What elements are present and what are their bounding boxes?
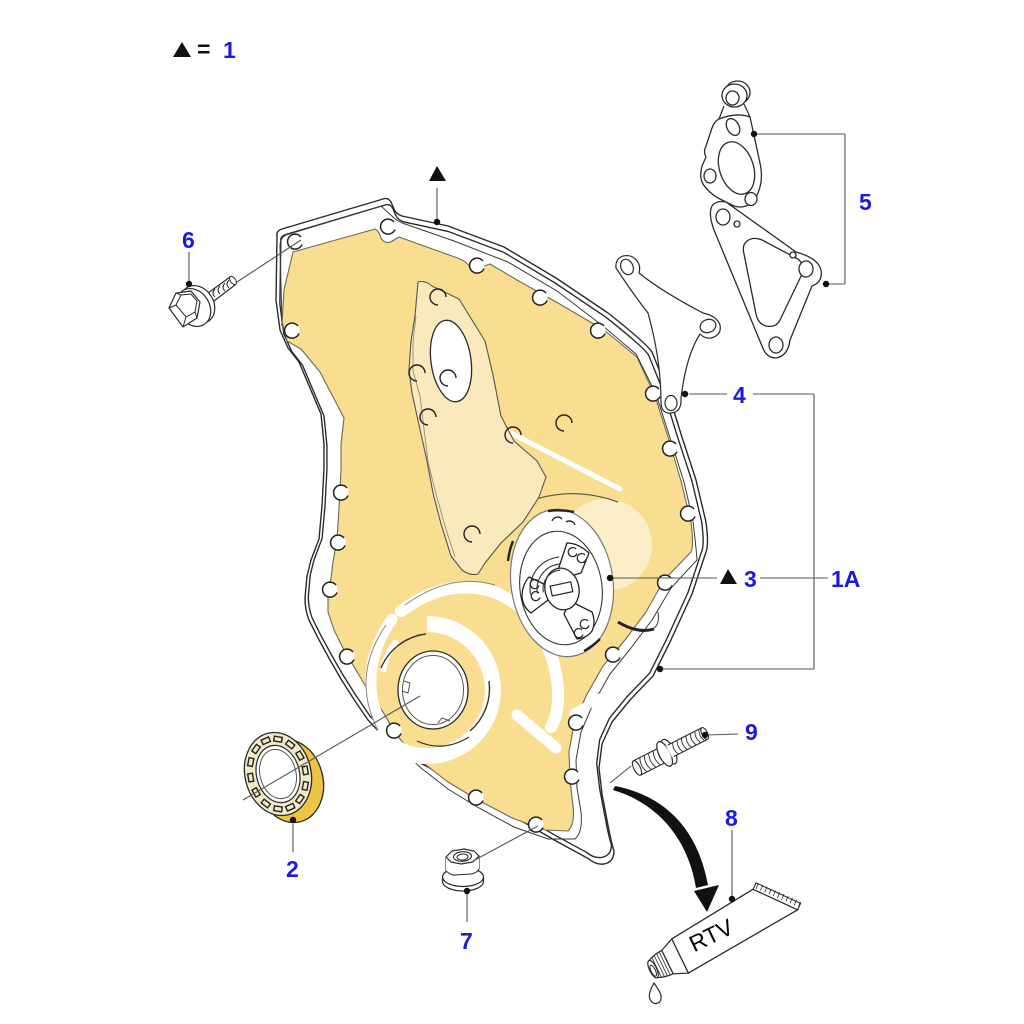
svg-text:2: 2 (286, 856, 299, 882)
svg-text:7: 7 (460, 928, 473, 954)
svg-text:=: = (197, 36, 210, 62)
svg-text:9: 9 (745, 719, 758, 745)
svg-text:6: 6 (182, 227, 195, 253)
svg-text:3: 3 (744, 566, 757, 592)
svg-text:1A: 1A (831, 566, 860, 592)
svg-text:4: 4 (733, 382, 746, 408)
svg-text:5: 5 (859, 189, 872, 215)
svg-text:8: 8 (725, 805, 738, 831)
svg-text:1: 1 (223, 37, 236, 63)
